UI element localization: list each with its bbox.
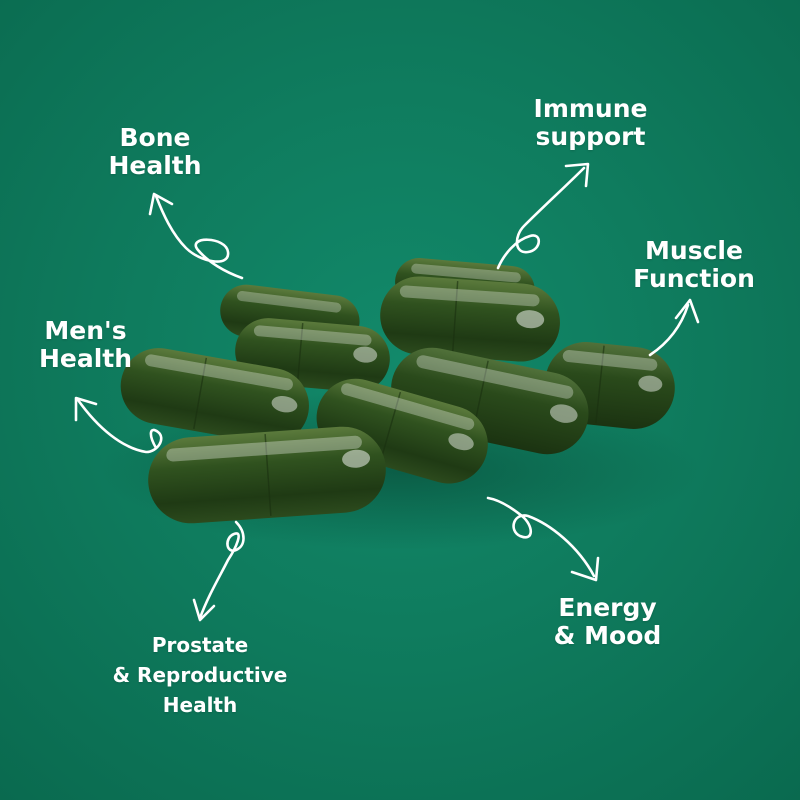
arrow-immune-support	[496, 162, 590, 270]
capsule	[120, 348, 309, 444]
label-muscle-function: Muscle Function	[633, 236, 755, 293]
arrow-prostate-health	[192, 520, 245, 622]
arrow-energy-mood	[486, 496, 600, 582]
label-immune-support: Immune support	[533, 94, 648, 151]
label-prostate-health: Prostate & Reproductive Health	[112, 633, 288, 717]
capsule	[380, 276, 560, 362]
label-energy-mood: Energy & Mood	[553, 593, 662, 650]
arrow-muscle-function	[648, 298, 700, 357]
label-bone-health: Bone Health	[108, 123, 202, 180]
arrow-mens-health	[74, 396, 163, 454]
capsule	[148, 426, 386, 524]
arrow-bone-health	[148, 192, 244, 280]
label-mens-health: Men's Health	[38, 316, 133, 373]
